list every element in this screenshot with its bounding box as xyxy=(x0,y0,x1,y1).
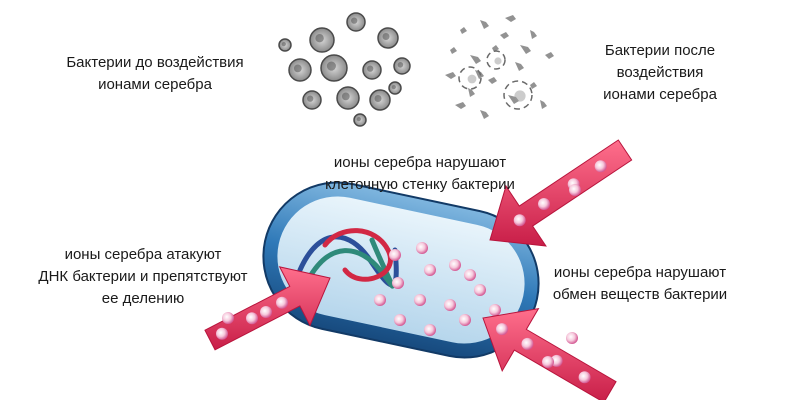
silver-ion xyxy=(496,323,509,336)
bacteria-fragment xyxy=(530,30,537,39)
silver-ion xyxy=(424,264,436,276)
silver-ion xyxy=(513,214,526,227)
silver-ion xyxy=(392,277,404,289)
silver-ion xyxy=(538,198,550,210)
intact-bacterium xyxy=(302,90,322,110)
bacteria-fragment xyxy=(475,70,484,79)
intact-bacteria-micrograph-icon xyxy=(278,10,411,134)
silver-ion xyxy=(521,337,534,350)
bacteria-fragment xyxy=(455,102,466,109)
silver-ion xyxy=(474,284,486,296)
destroyed-bacteria-micrograph-icon xyxy=(434,1,562,129)
silver-ion xyxy=(260,306,272,318)
label-metabolism-disruption: ионы серебра нарушают обмен веществ бакт… xyxy=(552,264,728,303)
label-dna-attack: ионы серебра атакуют ДНК бактерии и преп… xyxy=(38,246,248,307)
bacteria-fragment xyxy=(515,62,524,71)
intact-bacterium xyxy=(388,81,402,95)
bacteria-fragment xyxy=(460,27,467,34)
silver-ion xyxy=(569,184,581,196)
silver-ion xyxy=(424,324,436,336)
bacteria-fragment xyxy=(520,45,531,54)
ruptured-bacterium xyxy=(503,80,533,110)
silver-ion xyxy=(542,356,554,368)
silver-ion xyxy=(578,371,591,384)
silver-ion xyxy=(444,299,456,311)
bacteria-fragment xyxy=(468,88,475,97)
silver-ion xyxy=(276,296,288,309)
silver-ion xyxy=(374,294,386,306)
bacteria-fragment xyxy=(480,110,489,119)
silver-ions-inside-cell xyxy=(374,242,501,336)
label-bacteria-before: Бактерии до воздействия ионами серебра xyxy=(66,54,244,93)
bacteria-fragment xyxy=(545,52,554,59)
bacteria-fragment xyxy=(445,72,456,79)
bacteria-fragment xyxy=(500,32,509,39)
intact-bacterium xyxy=(393,57,411,75)
silver-ion-arrows xyxy=(204,139,633,400)
bacteria-fragment xyxy=(530,82,537,89)
silver-ion xyxy=(389,249,401,261)
intact-bacterium xyxy=(309,27,335,53)
silver-ion xyxy=(594,160,607,173)
bacteria-fragment xyxy=(488,77,497,84)
intact-bacterium xyxy=(278,38,292,52)
bacteria-fragment xyxy=(508,95,519,104)
intact-bacterium xyxy=(377,27,399,49)
ruptured-bacterium xyxy=(458,66,482,90)
silver-ion xyxy=(449,259,461,271)
ruptured-bacterium xyxy=(486,50,506,70)
intact-bacterium xyxy=(362,60,382,80)
intact-bacterium xyxy=(369,89,391,111)
silver-ion xyxy=(489,304,501,316)
silver-ion xyxy=(566,332,578,344)
silver-ion xyxy=(246,312,258,325)
silver-ion xyxy=(222,312,234,324)
silver-ion xyxy=(464,269,476,281)
intact-bacterium xyxy=(336,86,360,110)
label-bacteria-after: Бактерии после воздействия ионами серебр… xyxy=(603,42,717,103)
intact-bacterium xyxy=(320,54,348,82)
bacterium-cell-icon xyxy=(262,181,540,359)
silver-ion-arrow-icon xyxy=(482,307,617,400)
silver-ion xyxy=(414,294,426,306)
silver-ion xyxy=(394,314,406,326)
silver-ion xyxy=(416,242,428,254)
label-cell-wall-damage: ионы серебра нарушают клеточную стенку б… xyxy=(325,154,515,193)
silver-ion xyxy=(459,314,471,326)
bacteria-fragment xyxy=(505,15,516,22)
silver-ion xyxy=(216,327,228,340)
bacteria-fragment xyxy=(470,55,481,64)
bacteria-fragment xyxy=(492,45,499,52)
intact-bacterium xyxy=(353,113,367,127)
bacteria-fragment xyxy=(450,47,457,54)
intact-bacterium xyxy=(346,12,366,32)
bacteria-fragment xyxy=(480,20,489,29)
bacteria-fragment xyxy=(540,100,547,109)
intact-bacterium xyxy=(288,58,312,82)
